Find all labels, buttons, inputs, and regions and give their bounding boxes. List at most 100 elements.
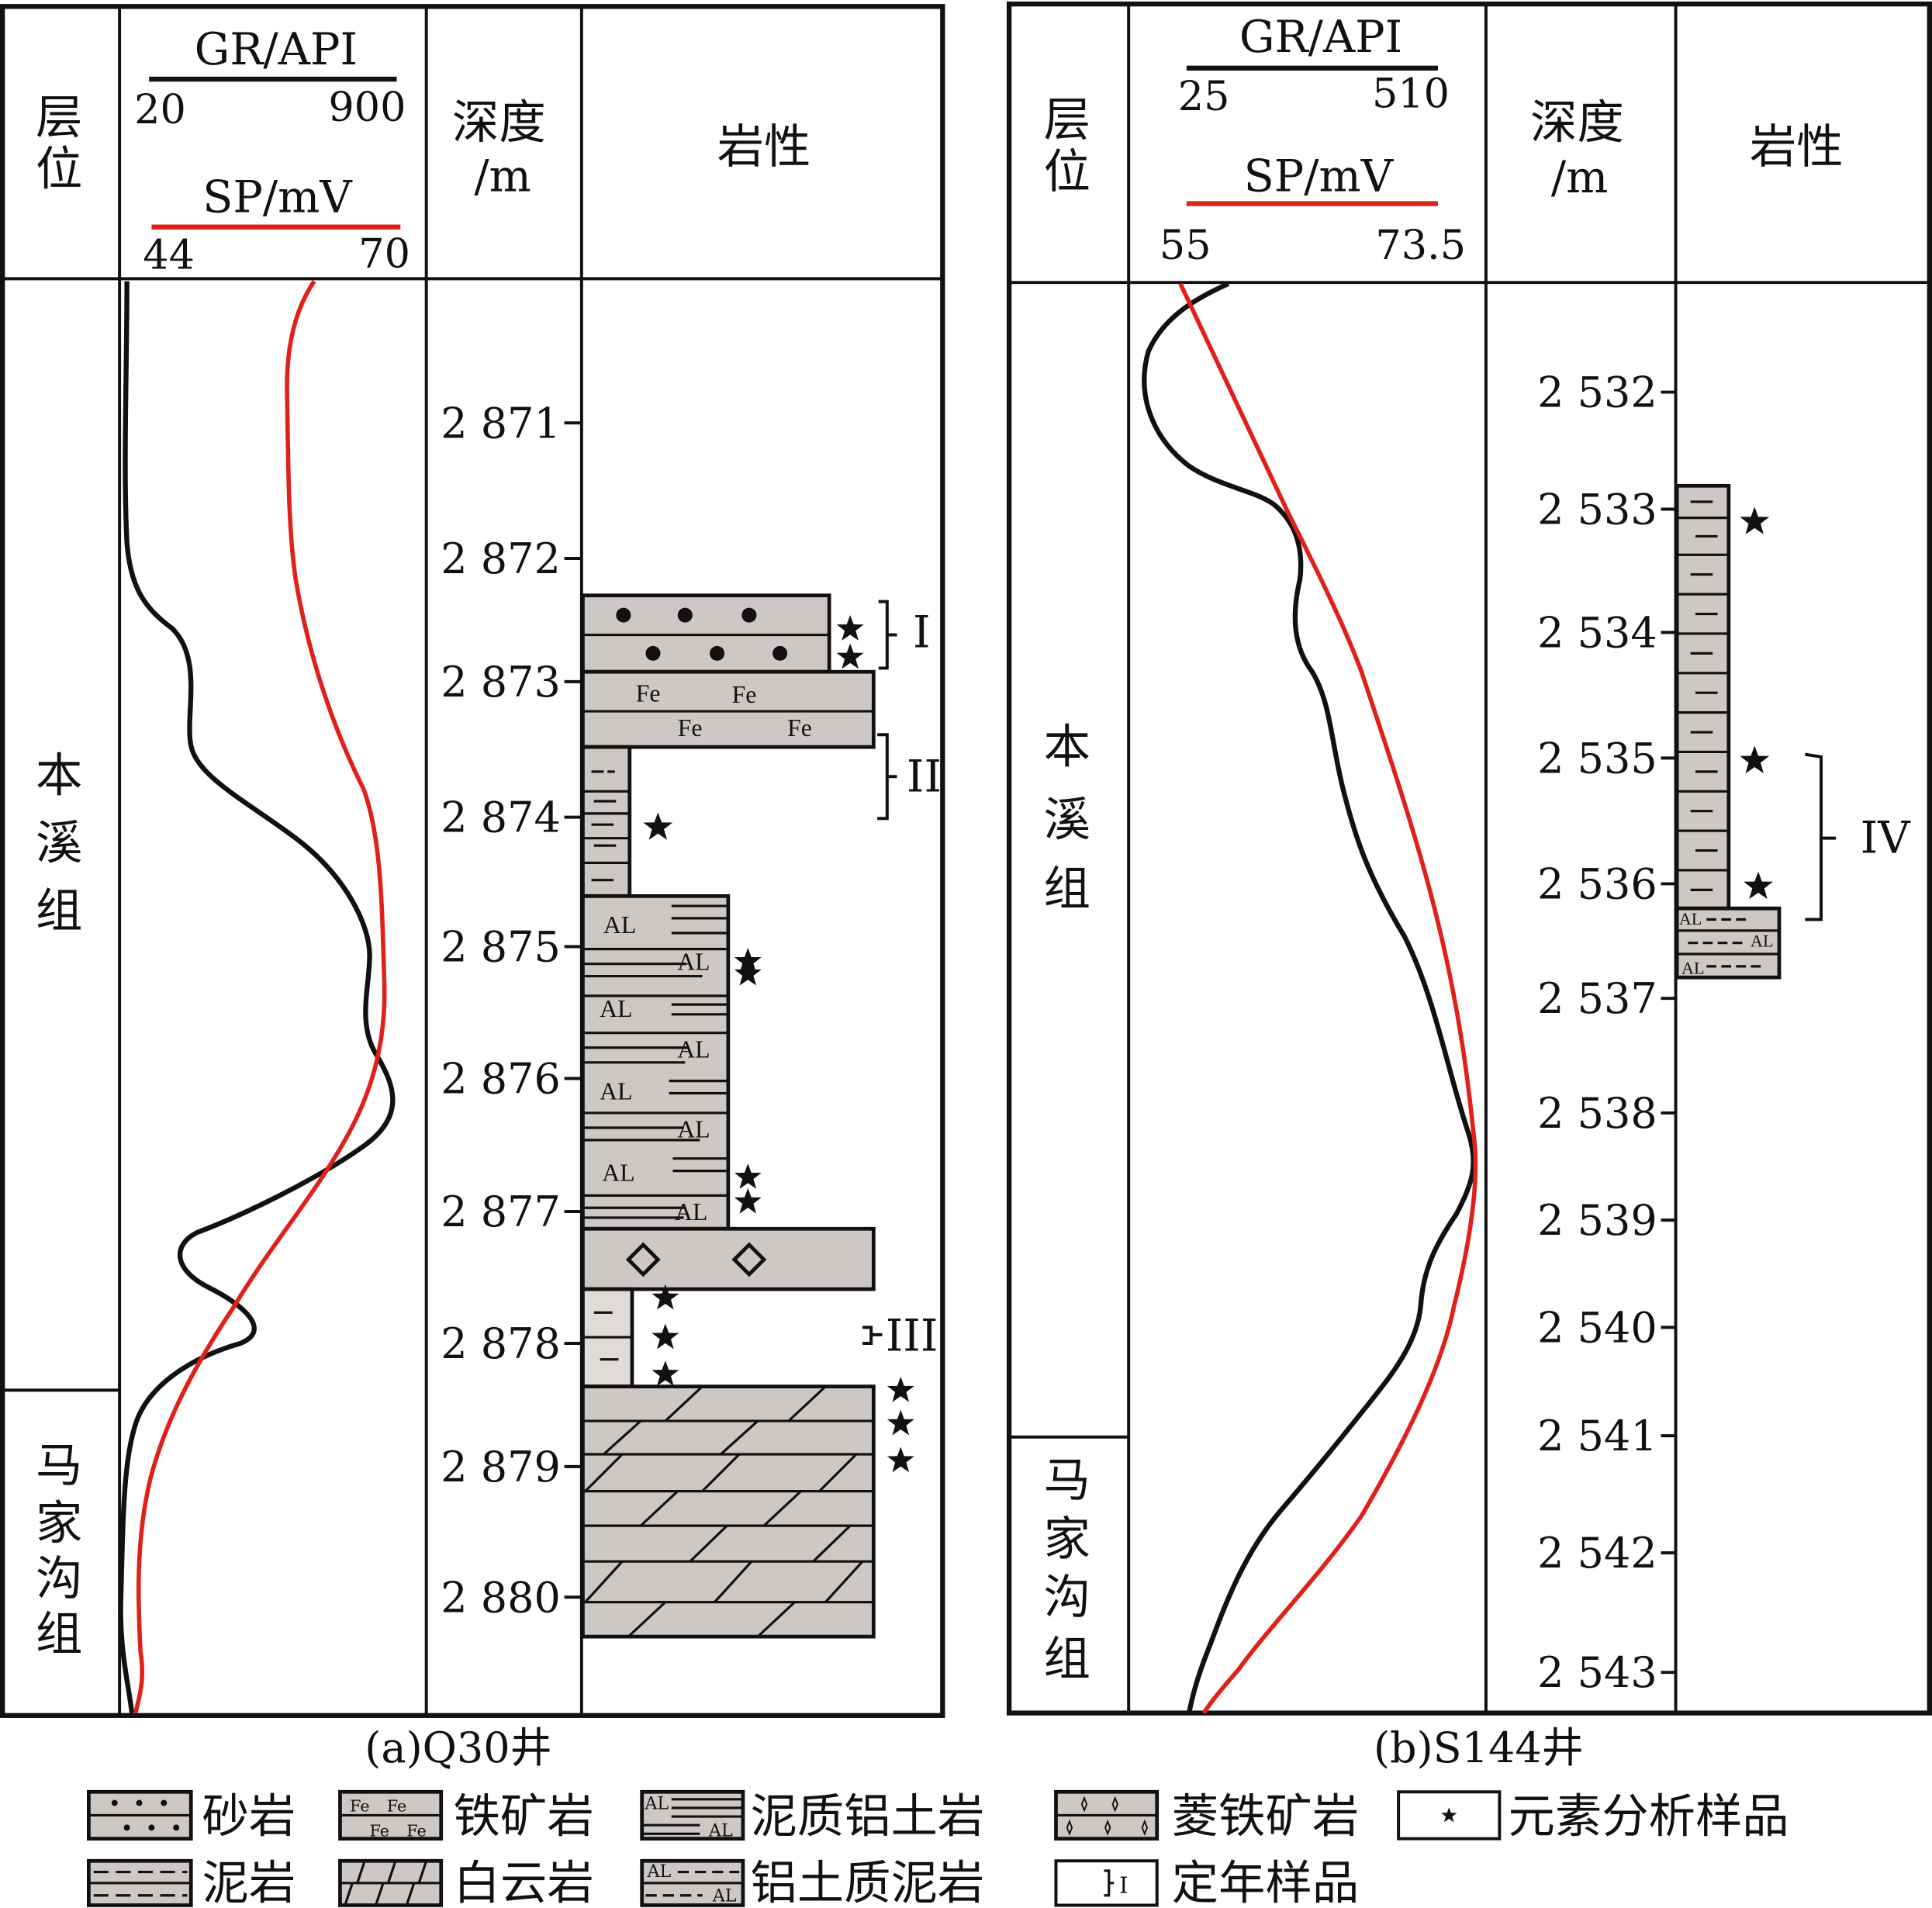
legend-label: 砂岩: [202, 1790, 296, 1844]
depth-label: 2 538: [1537, 1089, 1657, 1138]
al-label: AL: [1681, 958, 1705, 977]
star-icon: [887, 1409, 914, 1436]
depth-label: 2 875: [441, 923, 561, 972]
depth-label: 2 877: [441, 1187, 561, 1236]
sp-curve: [1178, 282, 1478, 1715]
muddy-bauxite-bed: AL AL AL AL AL AL AL AL: [581, 894, 731, 1231]
fe-label: Fe: [787, 714, 812, 741]
formation-char: 组: [1044, 862, 1090, 916]
strata-header: 层: [36, 91, 82, 145]
depth-tick: 2 542: [1537, 1529, 1676, 1578]
sp-max: 73.5: [1375, 222, 1466, 269]
bracket-icon: [877, 733, 897, 821]
depth-tick: 2 533: [1537, 486, 1676, 534]
legend-label: 泥岩: [202, 1856, 296, 1908]
sp-max: 70: [358, 230, 410, 278]
depth-tick: 2 534: [1537, 608, 1676, 657]
legend-siderite: 菱铁矿岩: [1054, 1790, 1359, 1844]
depth-label: 2 534: [1537, 608, 1657, 657]
al-label: AL: [708, 1820, 733, 1841]
depth-tick: 2 532: [1537, 368, 1676, 417]
depth-tick: 2 877: [441, 1187, 582, 1236]
al-label: AL: [600, 995, 632, 1022]
depth-tick: 2 535: [1537, 734, 1676, 783]
fe-label: Fe: [678, 714, 703, 741]
strata-header: 位: [36, 143, 82, 197]
dolomite-bed: [581, 1384, 876, 1639]
formation-char: 沟: [1044, 1571, 1090, 1625]
al-label: AL: [603, 911, 636, 938]
sandstone-bed: [581, 593, 831, 674]
fe-label: Fe: [370, 1821, 389, 1840]
al-label: AL: [712, 1886, 737, 1906]
depth-label: 2 535: [1537, 734, 1657, 783]
depth-unit: /m: [474, 151, 531, 202]
depth-tick: 2 874: [441, 793, 582, 842]
gr-min: 25: [1178, 73, 1230, 120]
formation-benxi: 本 溪 组: [36, 748, 82, 938]
sp-axis-label: SP/mV: [202, 172, 353, 223]
depth-label: 2 533: [1537, 486, 1657, 534]
al-label: AL: [647, 1861, 672, 1882]
gr-curve: [1142, 281, 1476, 1714]
formation-char: 马: [1044, 1453, 1090, 1508]
al-label: AL: [1751, 931, 1774, 950]
fe-label: Fe: [387, 1797, 406, 1816]
sp-min: 44: [143, 232, 195, 279]
formation-benxi: 本 溪 组: [1044, 721, 1090, 917]
dating-sample-markers: IV: [1805, 752, 1912, 921]
bracket-icon: [862, 1326, 883, 1345]
dating-label: I: [913, 607, 931, 658]
star-icon: [836, 615, 864, 641]
formation-char: 家: [1044, 1512, 1090, 1567]
depth-label: 2 539: [1537, 1196, 1657, 1245]
gr-axis-label: GR/API: [1239, 12, 1402, 63]
star-icon: [1744, 871, 1773, 900]
legend-label: 铝土质泥岩: [750, 1856, 984, 1908]
depth-tick: 2 536: [1537, 860, 1676, 909]
panel-b-frame: [1006, 1, 1932, 1716]
mudstone-bed: [581, 745, 632, 898]
depth-tick: 2 876: [441, 1055, 582, 1104]
gr-max: 900: [328, 84, 406, 131]
depth-label: 2 540: [1537, 1303, 1657, 1352]
star-icon: [643, 812, 673, 840]
element-sample-markers: [1740, 506, 1773, 900]
sp-axis-label: SP/mV: [1244, 151, 1395, 202]
legend-element-sample: 元素分析样品: [1397, 1790, 1789, 1844]
bracket-icon: [1104, 1869, 1115, 1897]
formation-majiagou: 马 家 沟 组: [36, 1439, 82, 1662]
legend-dating-sample: I 定年样品: [1054, 1856, 1359, 1908]
caption-panel-a: (a)Q30井: [365, 1723, 551, 1772]
al-label: AL: [677, 1035, 710, 1063]
formation-char: 家: [36, 1497, 82, 1551]
depth-label: 2 876: [441, 1055, 561, 1104]
depth-label: 2 879: [441, 1443, 561, 1491]
depth-label: 2 880: [441, 1573, 561, 1622]
dating-label: IV: [1861, 813, 1912, 864]
depth-label: 2 537: [1537, 974, 1657, 1023]
depth-scale: 2 871 2 872 2 873 2 874 2 875 2 876 2 87…: [441, 399, 582, 1622]
depth-tick: 2 872: [441, 534, 582, 583]
star-icon: [734, 1163, 762, 1189]
depth-tick: 2 878: [441, 1319, 582, 1368]
star-icon: [1740, 506, 1770, 534]
depth-tick: 2 880: [441, 1573, 582, 1622]
formation-char: 组: [36, 1608, 82, 1662]
mudstone-bed: [581, 1287, 634, 1388]
depth-tick: 2 871: [441, 399, 582, 448]
fe-label: Fe: [350, 1797, 369, 1816]
depth-tick: 2 538: [1537, 1089, 1676, 1138]
star-icon: [734, 959, 762, 986]
dating-sample-markers: I II III: [862, 600, 942, 1362]
legend: 砂岩 Fe Fe Fe Fe 铁矿岩 AL AL 泥质铝土岩 菱铁矿岩 元素分析…: [86, 1790, 1789, 1908]
al-label: AL: [600, 1077, 632, 1104]
depth-tick: 2 540: [1537, 1303, 1676, 1352]
depth-label: 2 878: [441, 1319, 561, 1368]
depth-label: 2 874: [441, 793, 561, 842]
formation-majiagou: 马 家 沟 组: [1044, 1453, 1090, 1686]
mudstone-bed: [1675, 483, 1731, 911]
bracket-icon: [878, 600, 897, 670]
formation-char: 组: [36, 884, 82, 938]
